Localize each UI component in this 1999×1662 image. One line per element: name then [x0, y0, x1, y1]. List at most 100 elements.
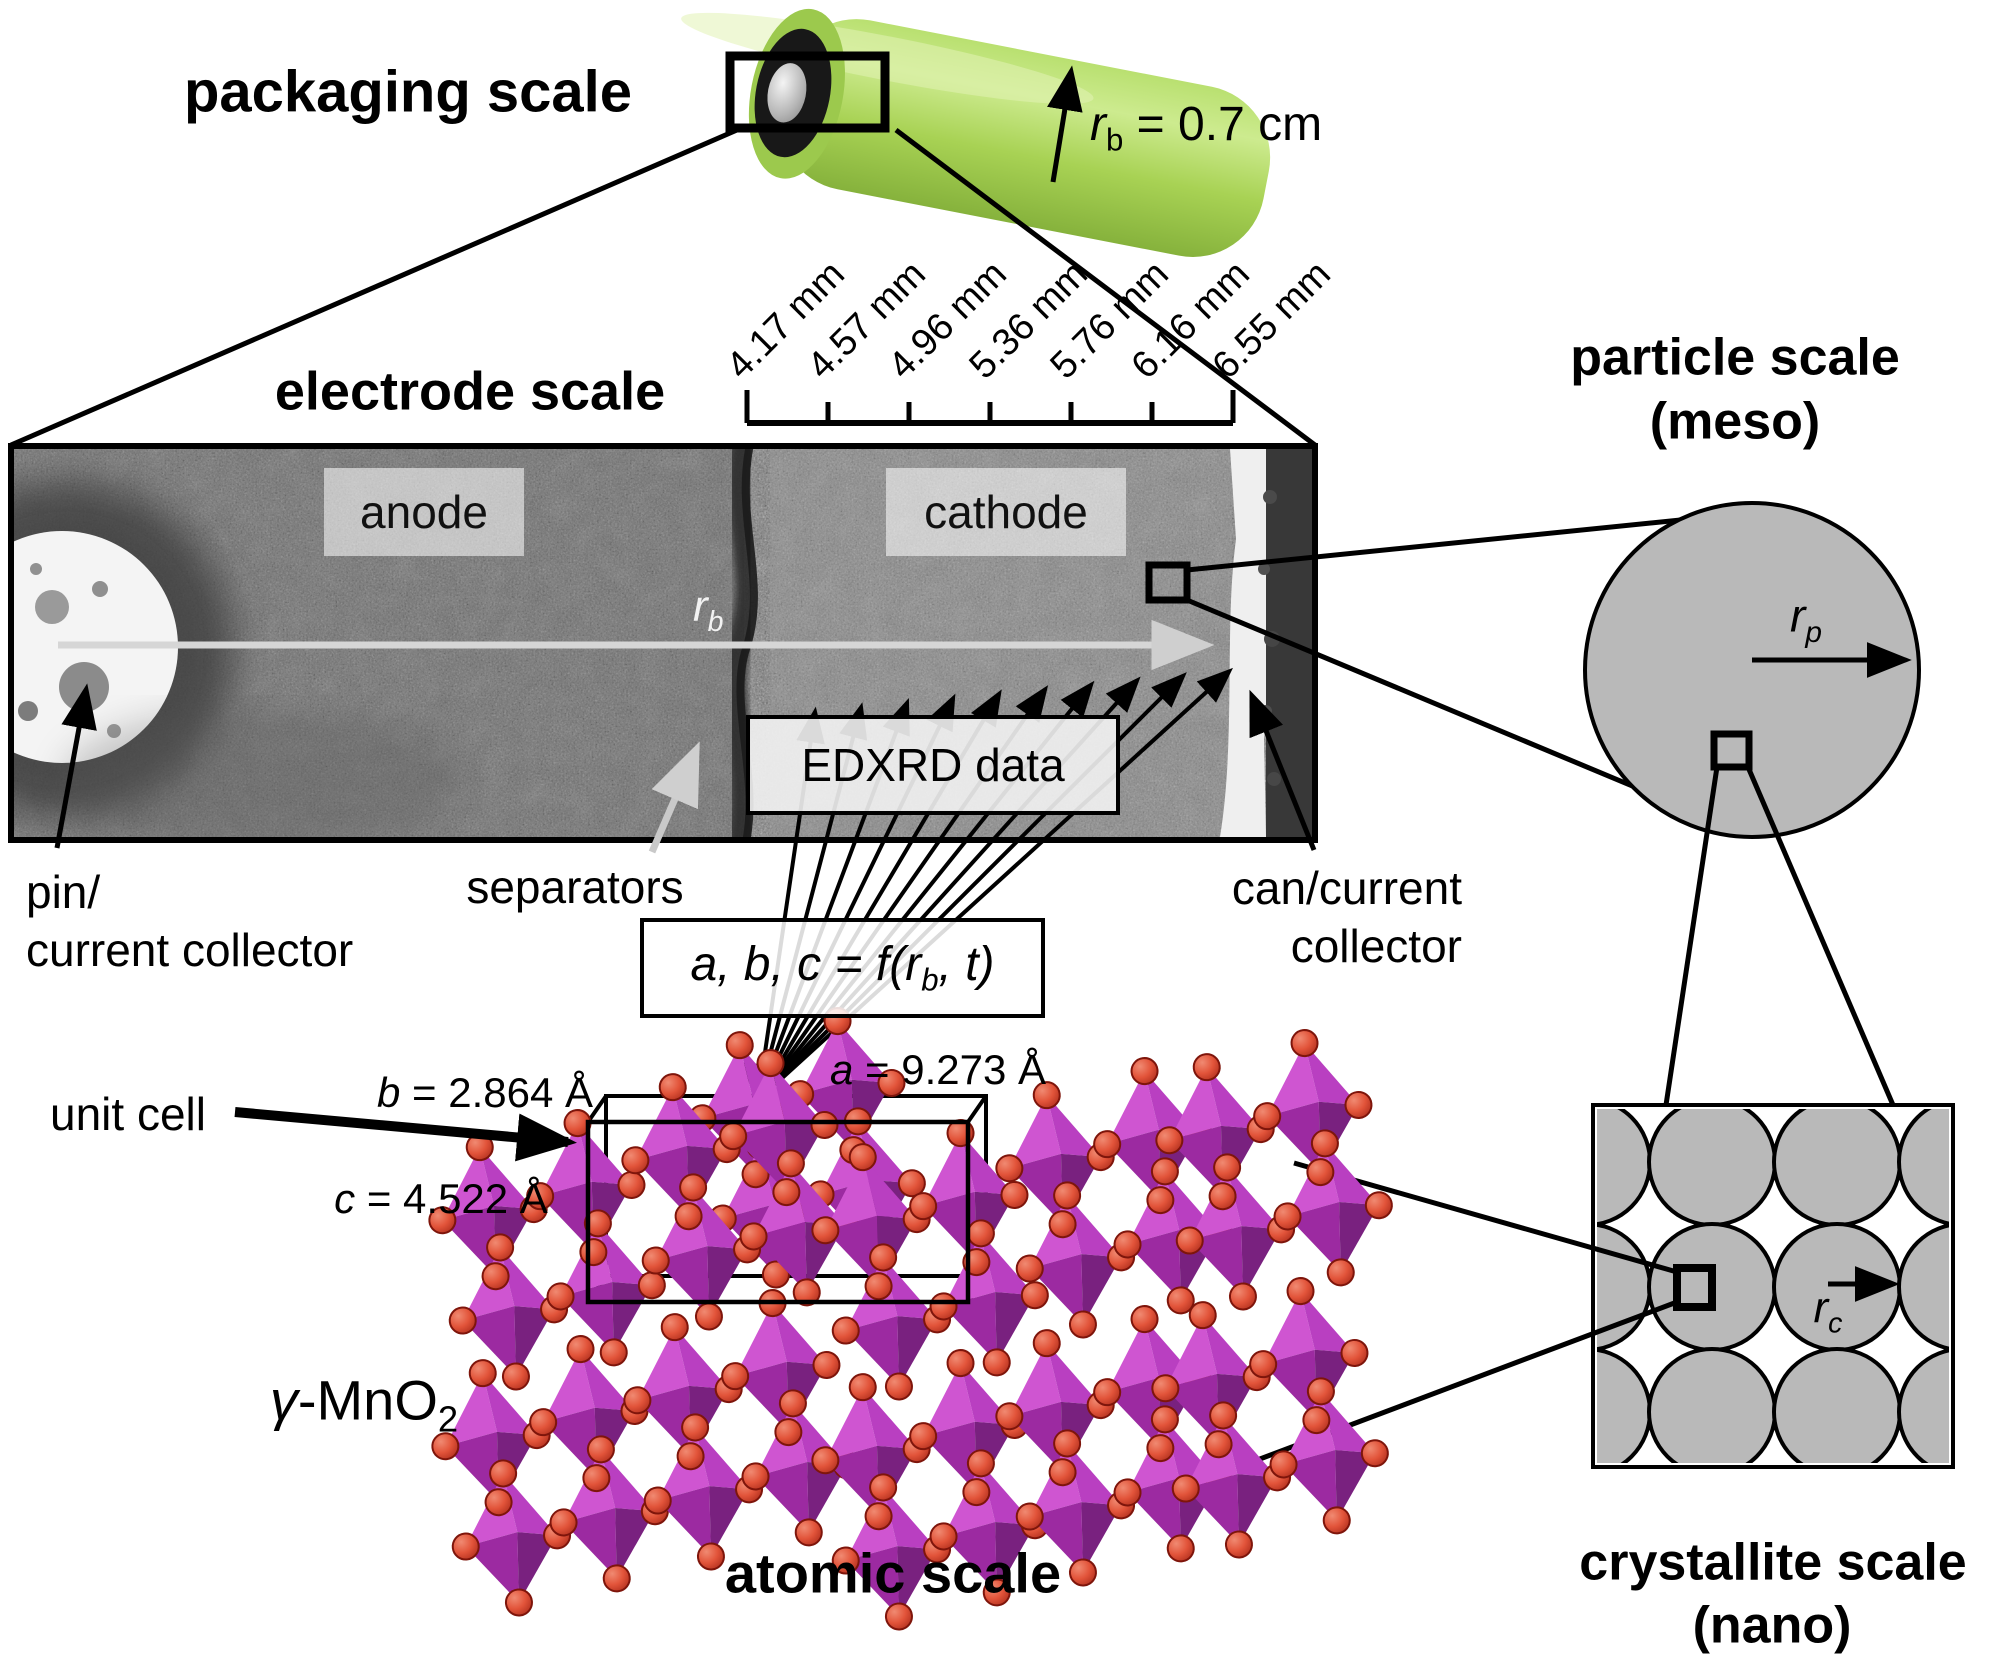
octahedron-face: [543, 1349, 595, 1423]
oxygen-atom: [1249, 1350, 1278, 1379]
battery-zoom-box: [725, 51, 890, 133]
oxygen-atom: [486, 1233, 515, 1262]
oxygen-atom: [549, 1508, 578, 1537]
oxygen-atom: [1150, 1405, 1179, 1434]
oxygen-atom: [621, 1146, 650, 1175]
octahedron-face: [657, 1427, 710, 1501]
octahedron-face: [496, 1431, 537, 1503]
octahedron-face: [1169, 1125, 1223, 1197]
oxygen-atom: [1188, 1301, 1217, 1330]
octahedron-face: [753, 1222, 807, 1293]
oxygen-atom: [620, 1396, 649, 1425]
lattice-formula-box: a, b, c = f(rb, t): [640, 918, 1045, 1018]
oxygen-atom: [792, 1278, 821, 1307]
octahedron-face: [1127, 1419, 1180, 1493]
octahedron-face: [655, 1187, 708, 1261]
octahedron-face: [883, 1257, 938, 1320]
oxygen-atom: [733, 1235, 762, 1264]
octahedron-face: [1216, 1373, 1257, 1445]
oxygen-atom: [1150, 1157, 1179, 1186]
octahedron-face: [615, 1508, 655, 1579]
octahedron-face: [960, 1133, 1015, 1195]
oxygen-atom: [1290, 1029, 1319, 1058]
octahedron-face: [825, 1215, 879, 1287]
zoom-cone-crystallite-right: [1745, 766, 1896, 1106]
octahedron-face: [857, 1121, 912, 1184]
oxygen-atom: [839, 1136, 868, 1165]
oxygen-atom: [543, 1521, 572, 1550]
oxygen-atom: [1146, 1434, 1175, 1463]
octahedron-face: [1241, 1226, 1282, 1297]
cathode-label: cathode: [924, 486, 1088, 538]
oxygen-atom: [761, 1260, 790, 1289]
oxygen-atom: [806, 1180, 835, 1209]
oxygen-atom: [1175, 1226, 1204, 1255]
oxygen-atom: [529, 1408, 558, 1437]
oxygen-atom: [800, 1193, 829, 1222]
oxygen-atom: [859, 1236, 888, 1265]
octahedron-face: [517, 1532, 558, 1603]
oxygen-atom: [676, 1442, 705, 1471]
octahedron-face: [637, 1385, 691, 1457]
octahedron-face: [657, 1486, 711, 1557]
octahedron-face: [753, 1163, 806, 1237]
octahedron-face: [612, 1282, 652, 1353]
oxygen-atom: [1340, 1338, 1369, 1367]
octahedron-face: [1263, 1291, 1315, 1365]
oxygen-atom: [1213, 1153, 1242, 1182]
battery-radius-label: rb = 0.7 cm: [1090, 98, 1323, 158]
octahedron-face: [1067, 1195, 1122, 1258]
octahedron-face: [1127, 1171, 1180, 1245]
octahedron-face: [1185, 1474, 1239, 1545]
oxygen-atom: [658, 1073, 687, 1102]
octahedron-face: [1339, 1202, 1379, 1273]
octahedron-face: [1206, 1067, 1261, 1130]
octahedron-face: [735, 1303, 787, 1377]
octahedron-face: [872, 1180, 912, 1251]
octahedron-face: [1046, 1095, 1101, 1158]
octahedron-face: [1320, 1391, 1375, 1454]
zoom-cone-atomic-bottom: [1251, 1299, 1678, 1465]
crystallite-circle: [1772, 1347, 1902, 1463]
oxygen-atom: [1228, 1282, 1257, 1311]
oxygen-atom: [468, 1359, 497, 1388]
octahedron-face: [1283, 1391, 1336, 1465]
octahedron-face: [1144, 1071, 1199, 1133]
octahedron-face: [772, 1303, 827, 1365]
oxygen-atom: [864, 1272, 893, 1301]
oxygen-atom: [1306, 1377, 1335, 1406]
octahedron-face: [786, 1361, 827, 1433]
octahedron-face: [1029, 1443, 1082, 1517]
octahedron-face: [943, 1292, 997, 1363]
octahedron-face: [974, 1421, 1015, 1493]
octahedron-face: [1304, 1043, 1359, 1105]
octahedra-slab: [688, 1007, 926, 1289]
octahedron-face: [825, 1157, 877, 1231]
oxygen-atom: [869, 1473, 898, 1502]
octahedron-face: [755, 1462, 809, 1533]
oxygen-atom: [1242, 1363, 1271, 1392]
oxygen-atom: [660, 1313, 689, 1342]
octahedron-face: [722, 1204, 776, 1275]
oxygen-atom: [522, 1421, 551, 1450]
octahedron-face: [1164, 1419, 1219, 1482]
oxygen-atom: [1204, 1219, 1233, 1248]
octahedron-face: [672, 1087, 727, 1150]
octahedron-face: [560, 1223, 613, 1297]
crystallite-circle: [1647, 1347, 1777, 1463]
oxygen-atom: [501, 1362, 530, 1391]
octahedron-face: [1267, 1043, 1319, 1117]
oxygen-atom: [623, 1386, 652, 1415]
octahedron-face: [1237, 1474, 1278, 1545]
oxygen-atom: [776, 1149, 805, 1178]
oxygen-atom: [1053, 1181, 1082, 1210]
oxygen-atom: [741, 1160, 770, 1189]
octahedron-face: [1179, 1478, 1219, 1549]
octahedron-face: [923, 1133, 975, 1207]
octahedron-face: [1287, 1143, 1340, 1217]
octahedron-face: [739, 1045, 794, 1108]
oxygen-atom: [582, 1464, 611, 1493]
crystallite-circle: [1772, 1109, 1902, 1227]
oxygen-atom: [830, 1211, 859, 1240]
